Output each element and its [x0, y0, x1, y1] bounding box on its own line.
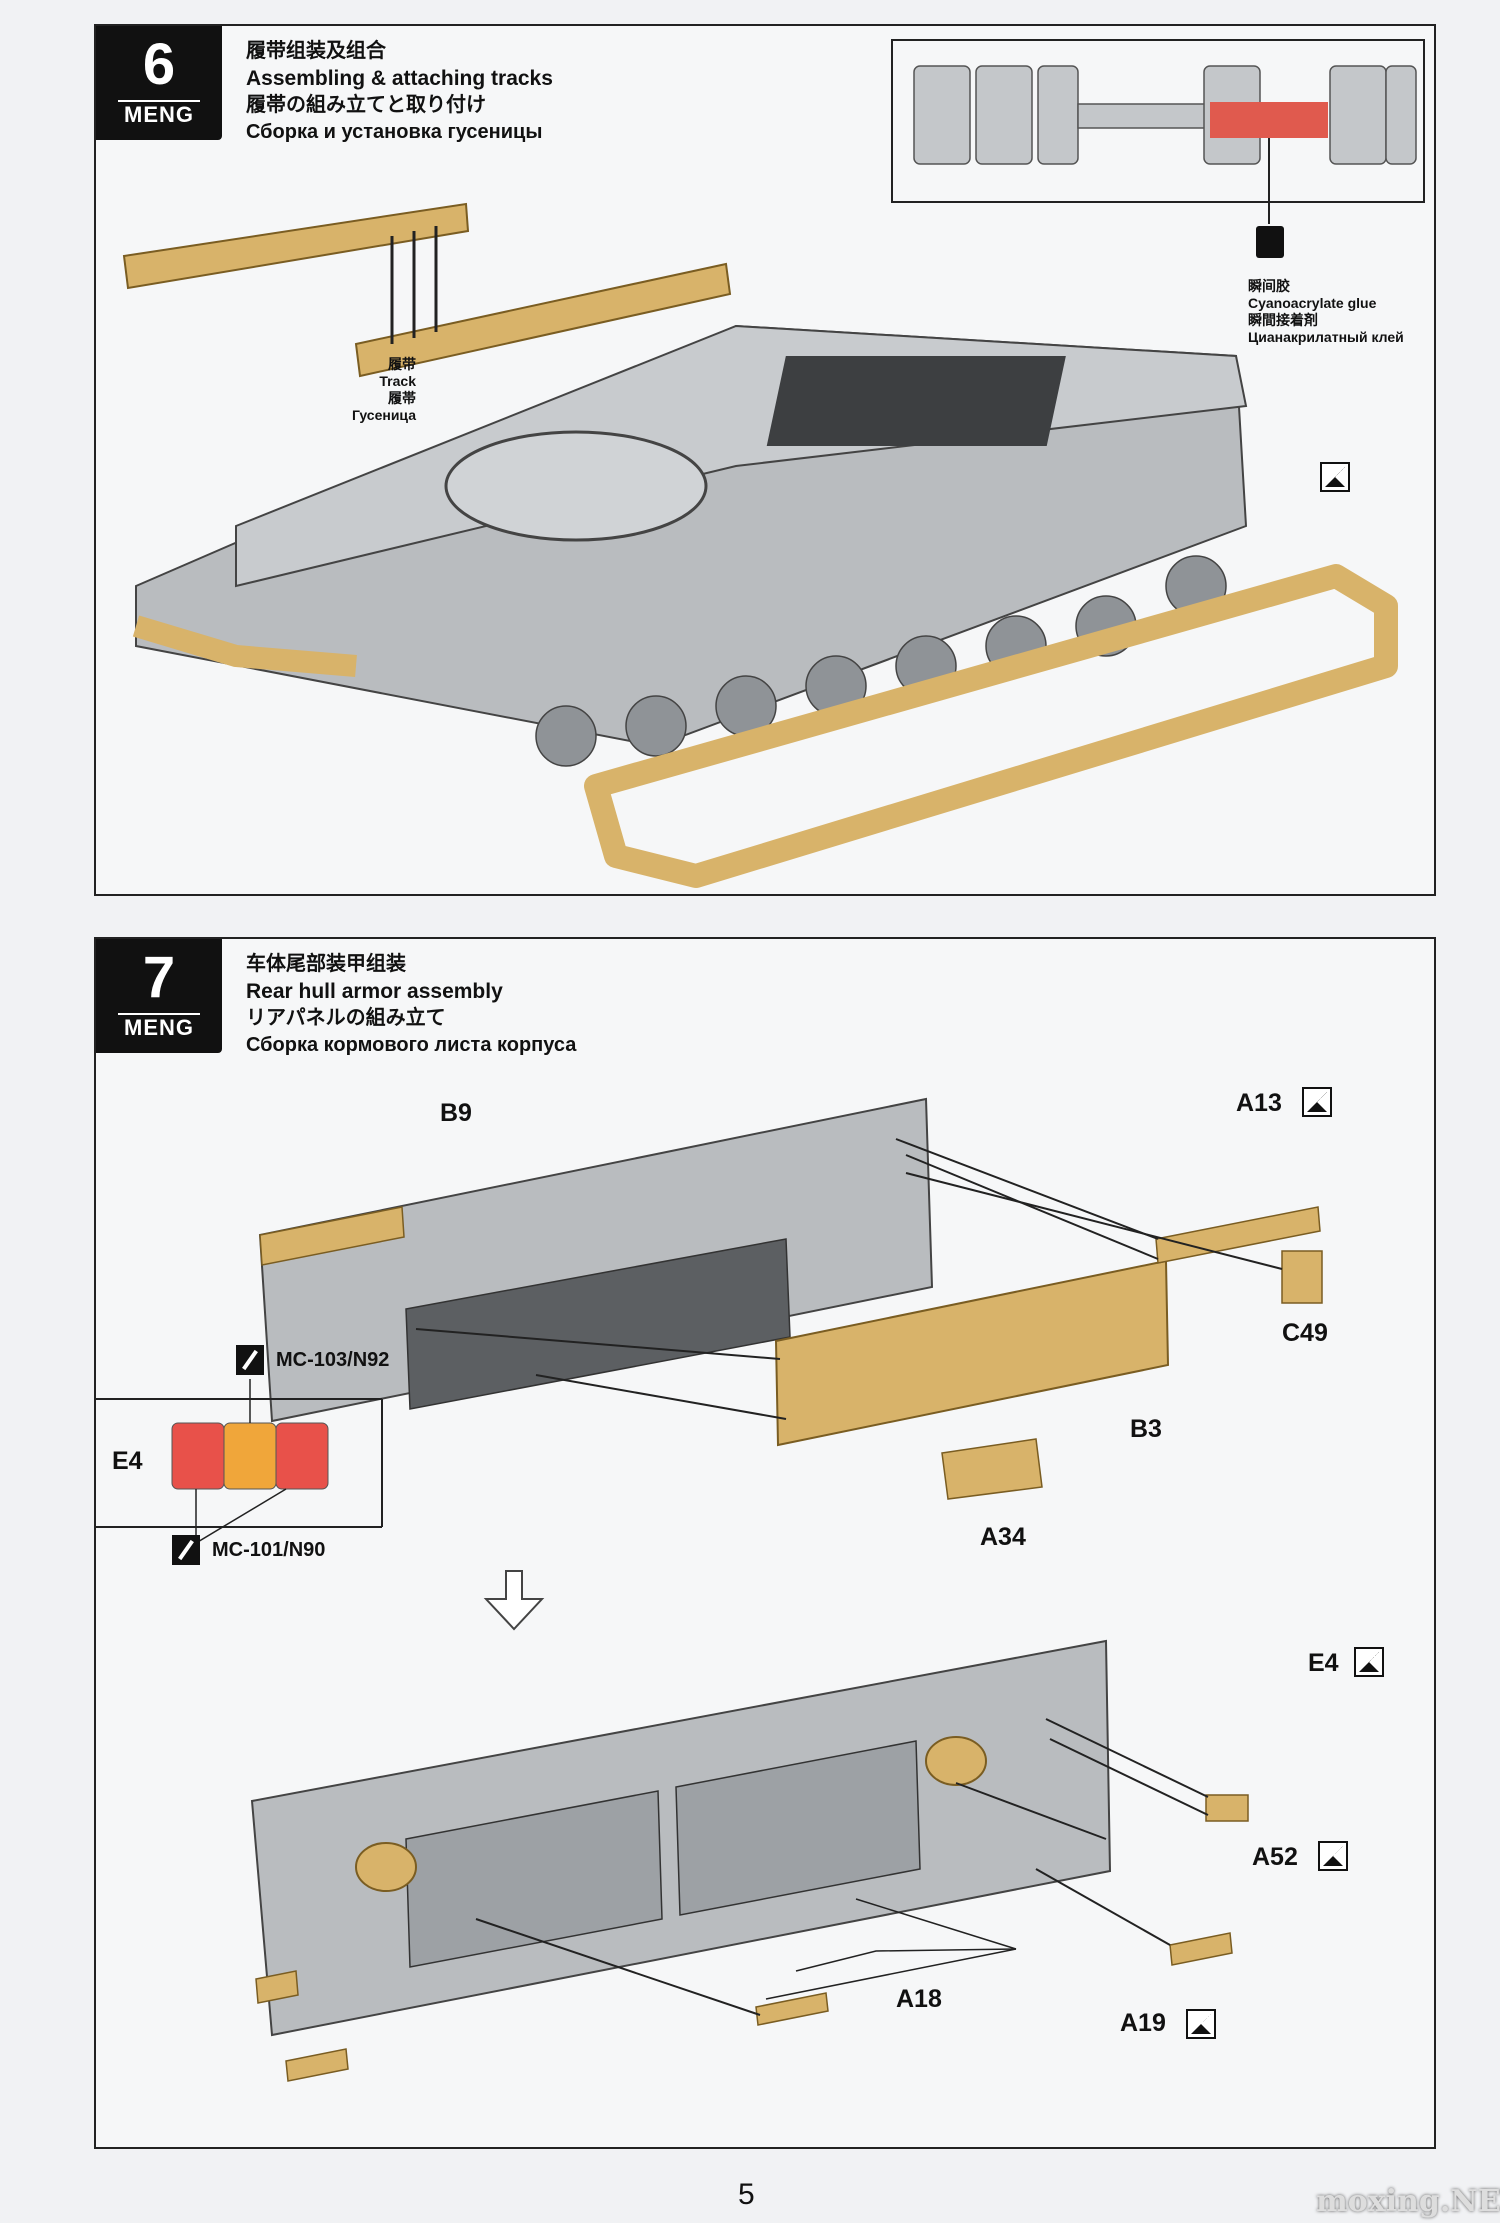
title-cn: 车体尾部装甲组装	[246, 953, 406, 975]
rear-plate-lower	[250, 1639, 1249, 2082]
paint-swatch	[171, 1422, 225, 1490]
step-7-badge: 7 MENG	[96, 939, 222, 1053]
part-label-b9: B9	[440, 1099, 472, 1127]
step-number: 7	[142, 945, 176, 1010]
part-label-a13: A13	[1236, 1089, 1282, 1117]
track-detail-inset	[891, 39, 1425, 224]
step-6-badge: 6 MENG	[96, 26, 222, 140]
step-6-panel: 6 MENG 履带组装及组合 Assembling & attaching tr…	[94, 24, 1436, 896]
part-label-a52: A52	[1252, 1843, 1298, 1871]
tank-hull	[132, 324, 1398, 888]
cut-marker-icon	[1354, 1647, 1384, 1677]
step-number: 6	[142, 32, 176, 97]
brand-logo: MENG	[118, 1013, 200, 1041]
title-ru: Сборка кормового листа корпуса	[246, 1034, 577, 1056]
part-label-a19: A19	[1120, 2009, 1166, 2037]
glue-label: 瞬间胶 Cyanoacrylate glue 瞬間接着剤 Цианакрилат…	[1248, 278, 1404, 345]
title-jp: リアパネルの組み立て	[246, 1007, 446, 1029]
part-label-a34: A34	[980, 1523, 1026, 1551]
step-7-illustration	[96, 1097, 1323, 2082]
step-7-panel: 7 MENG 车体尾部装甲组装 Rear hull armor assembly…	[94, 937, 1436, 2149]
part-label-c49: C49	[1282, 1319, 1328, 1347]
watermark: moxing.NET	[1316, 2184, 1500, 2219]
part-label-b3: B3	[1130, 1415, 1162, 1443]
track-label: 履带 Track 履帯 Гусеница	[351, 356, 416, 423]
step-6-illustration	[122, 39, 1425, 888]
paint-brush-icon	[172, 1535, 200, 1565]
title-en: Rear hull armor assembly	[246, 980, 503, 1003]
track-segments	[122, 202, 732, 378]
title-ru: Сборка и установка гусеницы	[246, 121, 543, 143]
paint-brush-icon	[236, 1345, 264, 1375]
part-label-e4-legend: E4	[112, 1447, 143, 1475]
cut-marker-icon	[1186, 2009, 1216, 2039]
rear-plate-upper	[258, 1097, 1323, 1500]
title-jp: 履帯の組み立てと取り付け	[246, 94, 486, 116]
page-number: 5	[738, 2178, 755, 2211]
paint-code-bottom: MC-101/N90	[212, 1539, 326, 1561]
paint-legend	[96, 1379, 383, 1545]
down-arrow	[483, 1570, 545, 1631]
paint-code-top: MC-103/N92	[276, 1349, 390, 1371]
part-label-e4: E4	[1308, 1649, 1339, 1677]
title-en: Assembling & attaching tracks	[246, 67, 553, 90]
cut-marker-icon	[1320, 462, 1350, 492]
step-6-titles: 履带组装及组合 Assembling & attaching tracks 履帯…	[246, 38, 553, 146]
part-label-a18: A18	[896, 1985, 942, 2013]
glue-bottle-icon	[1256, 226, 1284, 258]
cut-marker-icon	[1302, 1087, 1332, 1117]
brand-logo: MENG	[118, 100, 200, 128]
paint-swatch	[223, 1422, 277, 1490]
paint-swatch	[275, 1422, 329, 1490]
cut-marker-icon	[1318, 1841, 1348, 1871]
title-cn: 履带组装及组合	[246, 40, 386, 62]
step-7-titles: 车体尾部装甲组装 Rear hull armor assembly リアパネルの…	[246, 951, 576, 1059]
